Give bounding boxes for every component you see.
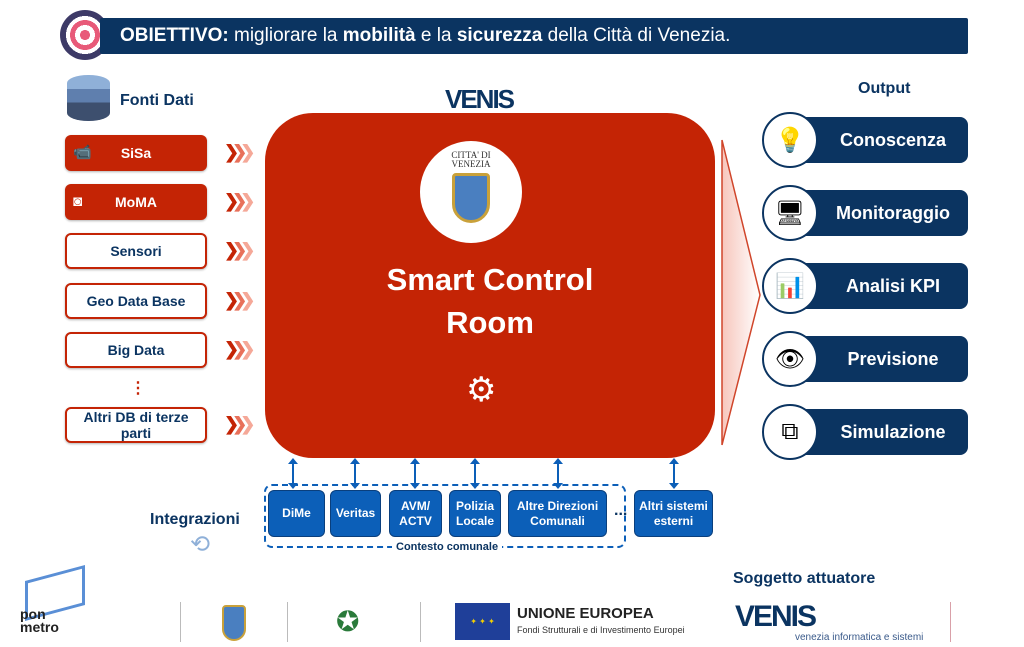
chevron-icon: ❯❯❯ xyxy=(224,339,255,359)
source-geo-data-base: Geo Data Base xyxy=(65,283,207,319)
output-conoscenza: Conoscenza xyxy=(790,117,968,163)
italian-emblem-icon: ✪ xyxy=(336,606,360,637)
output-previsione: Previsione xyxy=(790,336,968,382)
source-big-data: Big Data xyxy=(65,332,207,368)
source-sensori: Sensori xyxy=(65,233,207,269)
flowchart-icon: ⧉ xyxy=(762,404,818,460)
output-simulazione: Simulazione xyxy=(790,409,968,455)
objective-banner: OBIETTIVO: migliorare la mobilità e la s… xyxy=(100,18,968,54)
bidirectional-arrow-icon xyxy=(288,458,298,489)
report-icon: 📊 xyxy=(762,258,818,314)
integrations-title: Integrazioni xyxy=(150,511,240,528)
eu-title: UNIONE EUROPEA xyxy=(517,605,654,622)
chevron-icon: ❯❯❯ xyxy=(224,240,255,260)
bidirectional-arrow-icon xyxy=(410,458,420,489)
divider xyxy=(420,602,421,642)
source-altri-db: Altri DB di terze parti xyxy=(65,407,207,443)
eye-icon: 👁 xyxy=(762,331,818,387)
bidirectional-arrow-icon xyxy=(669,458,679,489)
integration-polizia-locale: Polizia Locale xyxy=(449,490,501,537)
actuator-label: Soggetto attuatore xyxy=(733,570,876,587)
output-analisi-kpi: Analisi KPI xyxy=(790,263,968,309)
sync-icon: ⟲ xyxy=(190,531,211,558)
database-icon xyxy=(67,75,110,121)
integration-veritas: Veritas xyxy=(330,490,381,537)
source-moma: ◙MoMA xyxy=(65,184,207,220)
coat-of-arms-icon xyxy=(452,173,490,223)
integration-avm-actv: AVM/ ACTV xyxy=(389,490,442,537)
divider xyxy=(287,602,288,642)
output-title: Output xyxy=(858,80,911,97)
integration-altri-sistemi: Altri sistemi esterni xyxy=(634,490,713,537)
eu-flag-icon: ✦ ✦ ✦ xyxy=(455,603,510,640)
venezia-seal: CITTA' DI VENEZIA xyxy=(420,141,522,243)
sources-more: ⋮ xyxy=(130,380,146,397)
source-sisa: 📹SiSa xyxy=(65,135,207,171)
monitor-icon: 🖥 xyxy=(762,185,818,241)
eu-subtitle: Fondi Strutturali e di Investimento Euro… xyxy=(517,625,685,635)
chevron-icon: ❯❯❯ xyxy=(224,142,255,162)
output-monitoraggio: Monitoraggio xyxy=(790,190,968,236)
funnel-arrow xyxy=(721,139,761,446)
venis-footer-logo: VENIS xyxy=(735,600,817,633)
divider xyxy=(180,602,181,642)
core-title-line1: Smart Control xyxy=(386,262,594,297)
dome-camera-icon: ◙ xyxy=(73,193,83,210)
integrations-more: ... xyxy=(614,502,628,519)
chevron-icon: ❯❯❯ xyxy=(224,290,255,310)
lightbulb-book-icon: 💡 xyxy=(762,112,818,168)
camera-icon: 📹 xyxy=(73,144,92,161)
venis-tagline: venezia informatica e sistemi xyxy=(795,632,924,643)
venis-logo: VENIS xyxy=(445,84,515,114)
bidirectional-arrow-icon xyxy=(350,458,360,489)
bidirectional-arrow-icon xyxy=(470,458,480,489)
context-label: Contesto comunale xyxy=(392,541,503,553)
venezia-crest-icon xyxy=(222,605,246,641)
bidirectional-arrow-icon xyxy=(553,458,563,489)
core-title-line2: Room xyxy=(446,305,534,340)
chevron-icon: ❯❯❯ xyxy=(224,191,255,211)
integration-altre-direzioni: Altre Direzioni Comunali xyxy=(508,490,607,537)
divider xyxy=(950,602,951,642)
gears-icon: ⚙ xyxy=(466,371,497,409)
integration-dime: DiMe xyxy=(268,490,325,537)
sources-title: Fonti Dati xyxy=(120,92,194,109)
chevron-icon: ❯❯❯ xyxy=(224,414,255,434)
